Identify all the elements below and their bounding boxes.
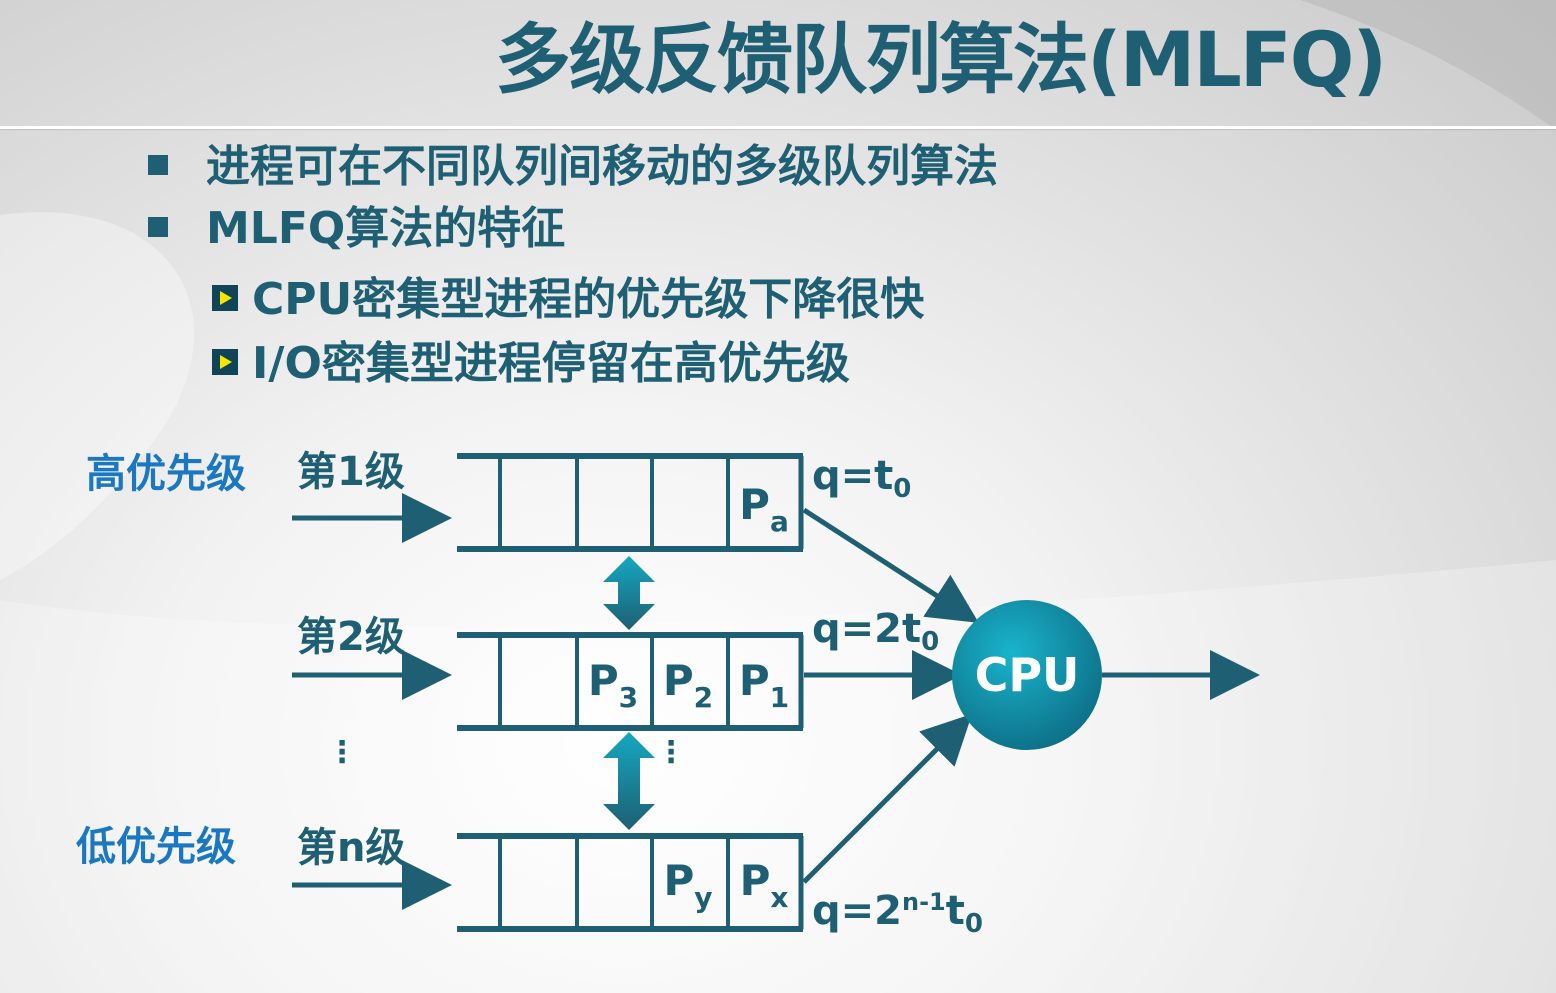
square-bullet-icon [148, 217, 168, 237]
bullet-item: MLFQ算法的特征 [148, 207, 565, 251]
time-quantum-label: q=2n-1t0 [812, 888, 983, 939]
process-label: P1 [738, 656, 790, 714]
dispatch-arrow-1 [802, 507, 979, 623]
process-label: P3 [587, 656, 639, 714]
bullet-item: 进程可在不同队列间移动的多级队列算法 [148, 145, 998, 189]
bullet-text: 进程可在不同队列间移动的多级队列算法 [206, 141, 998, 192]
process-label: Px [739, 856, 789, 914]
play-bullet-icon [212, 285, 238, 311]
queue-n [457, 833, 804, 932]
sub-bullet-text: I/O密集型进程停留在高优先级 [252, 338, 850, 389]
play-bullet-icon [212, 349, 238, 375]
ellipsis-queues: ⋮ [656, 735, 686, 770]
process-label: Py [663, 856, 713, 914]
promotion-demotion-arrow-2 [603, 732, 655, 830]
dispatch-arrow-n [802, 713, 973, 884]
square-bullet-icon [148, 155, 168, 175]
queue-level-label: 第1级 [297, 449, 405, 495]
cpu-label: CPU [974, 648, 1080, 702]
ellipsis-levels: ⋮ [327, 735, 357, 770]
time-quantum-label: q=2t0 [812, 606, 940, 657]
title-divider [0, 126, 1556, 129]
page-title: 多级反馈队列算法(MLFQ) [495, 15, 1387, 104]
sub-bullet-item: CPU密集型进程的优先级下降很快 [212, 278, 924, 322]
process-label: P2 [662, 656, 714, 714]
low-priority-label: 低优先级 [76, 824, 236, 870]
process-label: Pa [739, 480, 789, 538]
bullet-text: MLFQ算法的特征 [206, 203, 566, 254]
queue-1 [457, 453, 804, 552]
queue-2 [457, 632, 804, 731]
queue-level-label: 第2级 [297, 614, 405, 660]
sub-bullet-item: I/O密集型进程停留在高优先级 [212, 342, 850, 386]
queue-level-label: 第n级 [297, 825, 406, 871]
time-quantum-label: q=t0 [812, 453, 912, 504]
high-priority-label: 高优先级 [86, 451, 246, 497]
cpu-circle [952, 600, 1102, 750]
sub-bullet-text: CPU密集型进程的优先级下降很快 [252, 274, 925, 325]
promotion-demotion-arrow-1 [603, 556, 655, 630]
